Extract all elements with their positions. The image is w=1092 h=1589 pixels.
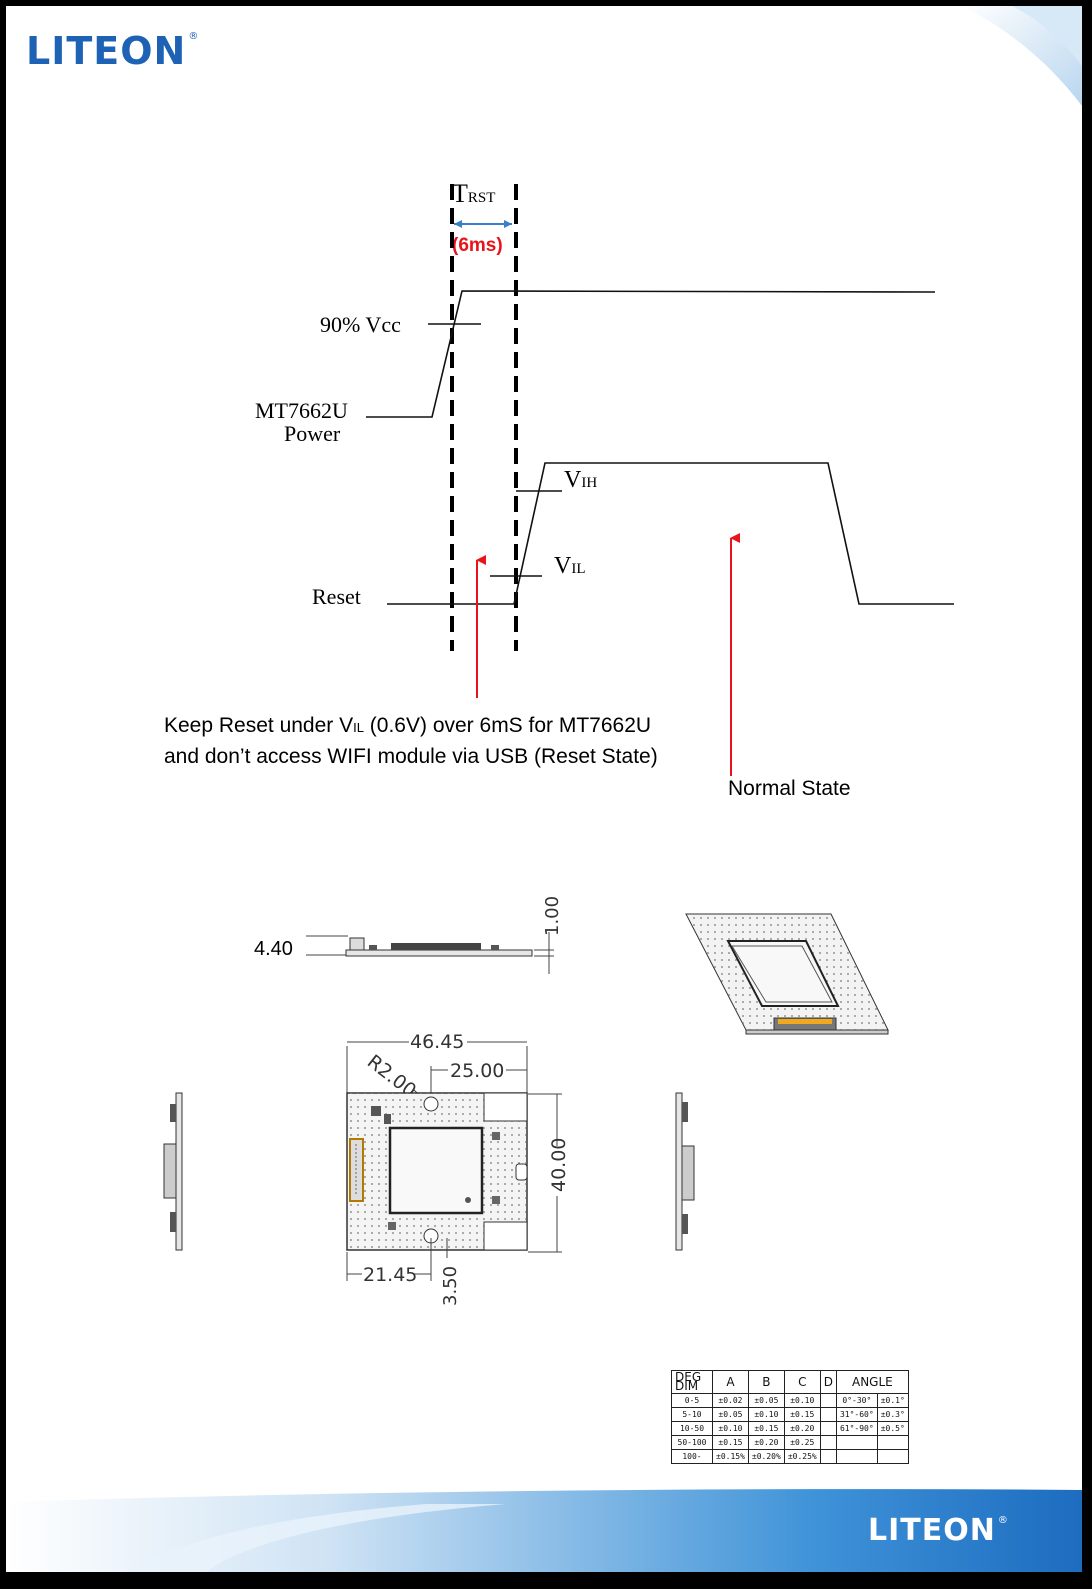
col-header-a: A [712, 1370, 749, 1394]
liteon-logo: LITEON® [26, 29, 200, 73]
bottom-offset-dimension: 21.45 [346, 1238, 432, 1286]
height-dimension: 40.00 [528, 1093, 570, 1253]
mechanical-drawing: 4.40 1.00 46.45 [163, 896, 889, 1306]
reset-note-line2: and don’t access WIFI module via USB (Re… [164, 745, 658, 768]
power-label-line2: Power [284, 421, 341, 446]
datasheet-page: LITEON® TRST (6ms) 90% Vcc MT7662U Power [6, 6, 1082, 1572]
svg-text:21.45: 21.45 [363, 1264, 417, 1286]
footer-band [6, 1489, 1082, 1572]
reset-label: Reset [312, 584, 361, 609]
reset-note-line1: Keep Reset under VIL (0.6V) over 6mS for… [164, 714, 651, 737]
power-waveform [366, 290, 936, 418]
col-header-b: B [747, 1370, 785, 1394]
corner-decoration [962, 6, 1082, 106]
svg-text:25.00: 25.00 [450, 1060, 504, 1082]
reset-timing-diagram: TRST (6ms) 90% Vcc MT7662U Power VIH VIL… [164, 179, 954, 800]
vih-label: VIH [564, 467, 597, 493]
edge-offset-dimension: 3.50 [440, 1238, 461, 1306]
vcc-label: 90% Vcc [320, 312, 401, 337]
normal-state-label: Normal State [728, 777, 851, 800]
vil-label: VIL [554, 553, 586, 579]
side-view-top: 4.40 1.00 [254, 896, 563, 974]
svg-text:40.00: 40.00 [548, 1138, 570, 1192]
thickness-dim: 4.40 [254, 938, 293, 960]
board-top-view [346, 1092, 528, 1251]
col-header-c: C [783, 1370, 821, 1394]
table-row: 100-±0.15%±0.20%±0.25% [671, 1449, 909, 1464]
trst-value: (6ms) [452, 235, 503, 256]
board-thickness-dim: 1.00 [542, 896, 563, 936]
angle-header: ANGLE [835, 1370, 909, 1394]
power-label-line1: MT7662U [255, 398, 348, 423]
board-3d-view [685, 913, 889, 1035]
liteon-logo-footer: LITEON® [868, 1513, 1009, 1548]
table-row: 50-100±0.15±0.20±0.25 [671, 1435, 909, 1450]
reset-waveform [387, 462, 954, 605]
svg-text:46.45: 46.45 [410, 1031, 464, 1053]
col-header-d: D [819, 1370, 837, 1394]
svg-text:3.50: 3.50 [440, 1266, 461, 1306]
width-dimension: 46.45 [346, 1031, 528, 1094]
side-view-left [163, 1092, 183, 1251]
side-view-right [675, 1092, 695, 1251]
trst-label: TRST [452, 179, 495, 208]
